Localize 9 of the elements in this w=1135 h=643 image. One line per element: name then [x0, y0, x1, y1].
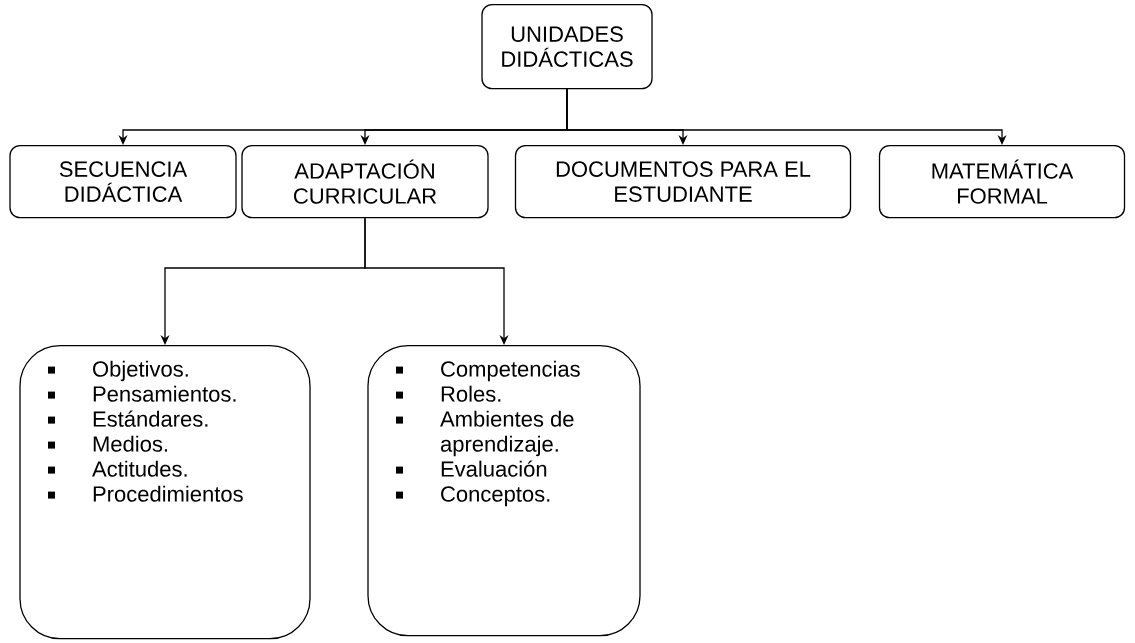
category-box: ADAPTACIÓN CURRICULAR	[241, 145, 489, 219]
list-box: Objetivos. Pensamientos. Estándares. Medios. Actitudes. Procedimientos	[19, 345, 311, 640]
heading-box: UNIDADES DIDÁCTICAS	[481, 4, 653, 90]
category-box: MATEMÁTICA FORMAL	[878, 145, 1126, 219]
arrow	[364, 217, 509, 345]
list-box: Competencias Roles. Ambientes de aprendizaje. Evaluación Conceptos.	[367, 345, 641, 637]
category-box: DOCUMENTOS PARA EL ESTUDIANTE	[514, 145, 852, 219]
arrow	[566, 88, 1007, 145]
category-box: SECUENCIA DIDÁCTICA	[9, 145, 237, 219]
